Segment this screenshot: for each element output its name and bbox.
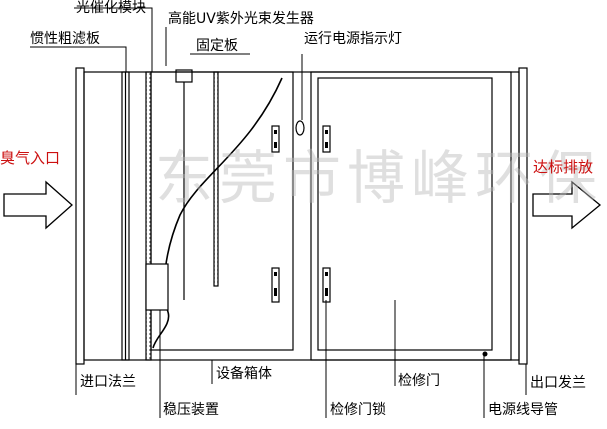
maintenance-door-inner bbox=[317, 77, 493, 351]
keyhole bbox=[325, 288, 328, 296]
leader-coarse-filter bbox=[30, 46, 127, 72]
keyhole bbox=[325, 272, 328, 276]
label-photocatalyst-module: 光催化模块 bbox=[76, 0, 146, 16]
label-outlet-flange: 出口发兰 bbox=[530, 375, 586, 391]
leader-photocatalyst bbox=[74, 7, 153, 72]
outlet-flange-plate bbox=[518, 67, 528, 365]
cutaway-edge bbox=[152, 77, 283, 349]
keyhole bbox=[325, 142, 328, 148]
door-lock-icon bbox=[271, 267, 280, 303]
keyhole bbox=[274, 130, 277, 134]
outlet-arrow-icon bbox=[532, 180, 602, 230]
keyhole bbox=[274, 142, 277, 148]
watermark: 东莞市博峰环保 bbox=[155, 144, 604, 212]
left-chamber-panel bbox=[150, 71, 294, 351]
label-uv-light-bundle: 高能UV紫外光束发生器 bbox=[168, 11, 314, 27]
label-coarse-filter: 惯性粗滤板 bbox=[30, 31, 100, 47]
door-lock-icon bbox=[322, 125, 331, 153]
label-maintenance-door: 检修门 bbox=[398, 373, 440, 389]
keyhole bbox=[325, 130, 328, 134]
photocatalyst-module-band bbox=[145, 71, 152, 361]
label-door-lock: 检修门锁 bbox=[330, 402, 386, 418]
label-power-indicator: 运行电源指示灯 bbox=[304, 31, 402, 47]
voltage-regulator-box bbox=[145, 263, 169, 311]
label-inlet-flange: 进口法兰 bbox=[80, 374, 136, 390]
label-fixing-plate: 固定板 bbox=[196, 38, 238, 54]
keyhole bbox=[274, 288, 277, 296]
maintenance-door-outer bbox=[310, 71, 512, 361]
label-power-conduit: 电源线导管 bbox=[488, 402, 558, 418]
label-compliant-discharge: 达标排放 bbox=[533, 158, 594, 176]
inlet-arrow-icon bbox=[3, 180, 73, 230]
label-odor-inlet: 臭气入口 bbox=[0, 149, 61, 167]
label-voltage-regulator: 稳压装置 bbox=[163, 402, 219, 418]
door-lock-icon bbox=[271, 125, 280, 153]
inlet-flange-plate bbox=[75, 67, 85, 365]
label-equipment-box: 设备箱体 bbox=[216, 366, 272, 382]
conduit-entry-point bbox=[482, 351, 488, 357]
keyhole bbox=[274, 272, 277, 276]
power-indicator-light bbox=[295, 120, 305, 136]
